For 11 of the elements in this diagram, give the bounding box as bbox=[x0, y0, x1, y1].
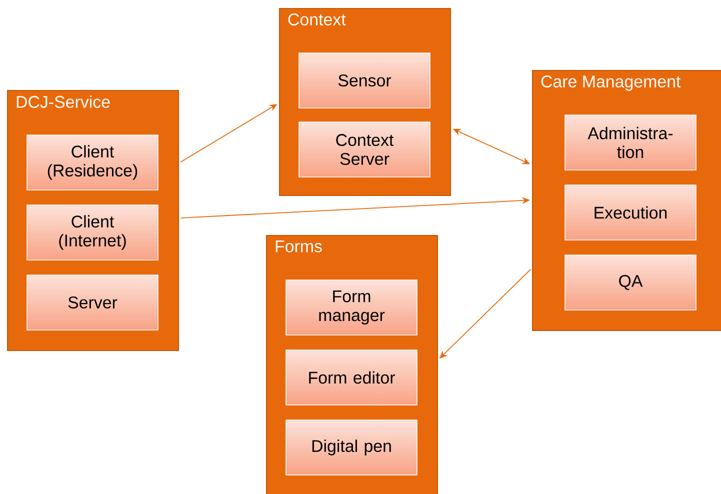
component-box: Client (Residence) bbox=[26, 134, 158, 190]
component-box: Server bbox=[26, 274, 158, 330]
component-box: Client (Internet) bbox=[26, 204, 158, 260]
component-box: Sensor bbox=[298, 52, 430, 108]
component-box: Form manager bbox=[286, 280, 418, 336]
component-box: Digital pen bbox=[286, 420, 418, 476]
component-box: Context Server bbox=[298, 122, 430, 178]
component-box: Execution bbox=[564, 184, 696, 240]
component-box: QA bbox=[564, 254, 696, 310]
component-box: Form editor bbox=[286, 350, 418, 406]
component-box: Administra- tion bbox=[564, 114, 696, 170]
